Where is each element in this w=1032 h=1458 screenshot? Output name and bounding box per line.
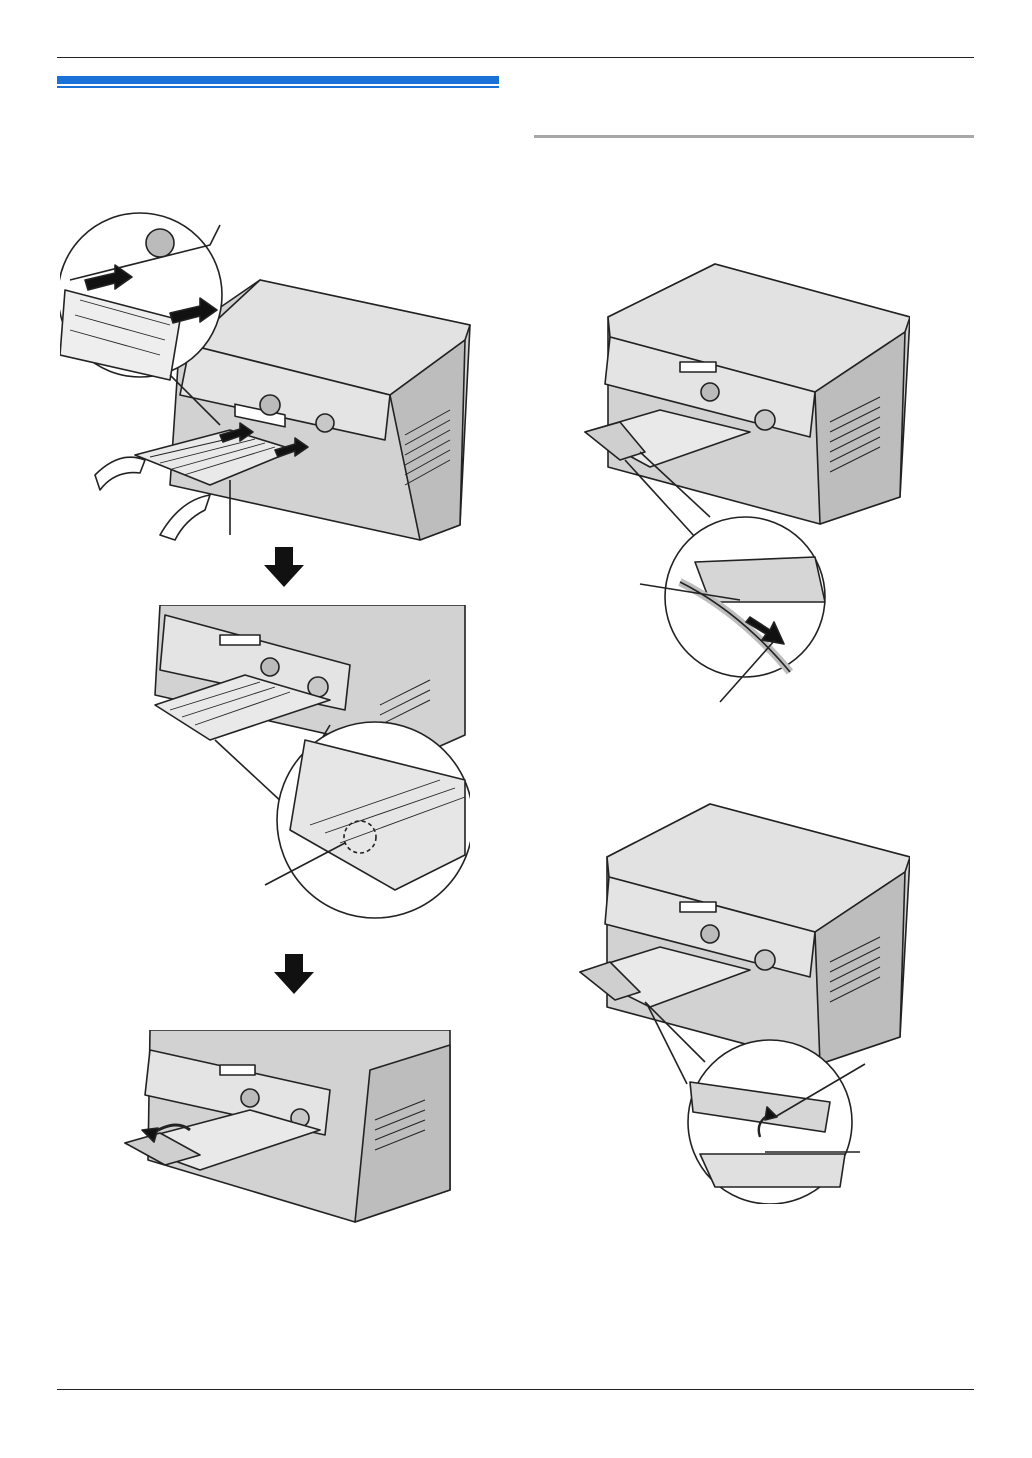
figure-output-tray-detail [150,605,470,920]
figure-install-output-tray [60,205,480,545]
figure-attach-paper-stopper [575,802,910,1204]
figure-unfold-paper-stopper [120,1030,455,1225]
subsection-rule [534,135,974,138]
footer-rule [57,1389,974,1390]
figure-release-tray-tab [580,262,910,712]
header-rule [57,57,974,58]
down-arrow-icon [272,952,316,996]
section-heading-underline [57,86,499,88]
section-heading-bar [57,76,499,84]
down-arrow-icon [262,545,306,589]
